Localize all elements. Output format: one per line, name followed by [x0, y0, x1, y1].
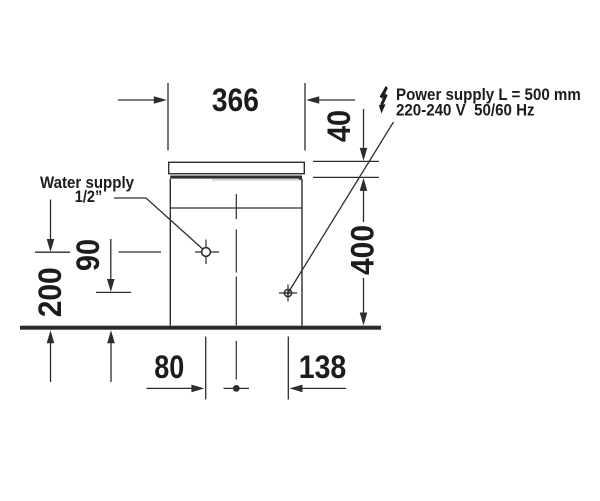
svg-text:138: 138 [299, 349, 347, 385]
svg-text:90: 90 [70, 239, 106, 271]
svg-text:400: 400 [345, 225, 381, 275]
svg-text:1/2”: 1/2” [75, 187, 103, 206]
svg-text:366: 366 [212, 82, 259, 118]
svg-text:80: 80 [154, 349, 184, 385]
svg-text:220-240 V 50/60 Hz: 220-240 V 50/60 Hz [396, 101, 535, 120]
svg-text:Water supply: Water supply [40, 173, 134, 192]
svg-text:Power supply L = 500 mm: Power supply L = 500 mm [396, 85, 581, 104]
svg-text:200: 200 [32, 267, 68, 317]
svg-text:40: 40 [321, 110, 357, 142]
